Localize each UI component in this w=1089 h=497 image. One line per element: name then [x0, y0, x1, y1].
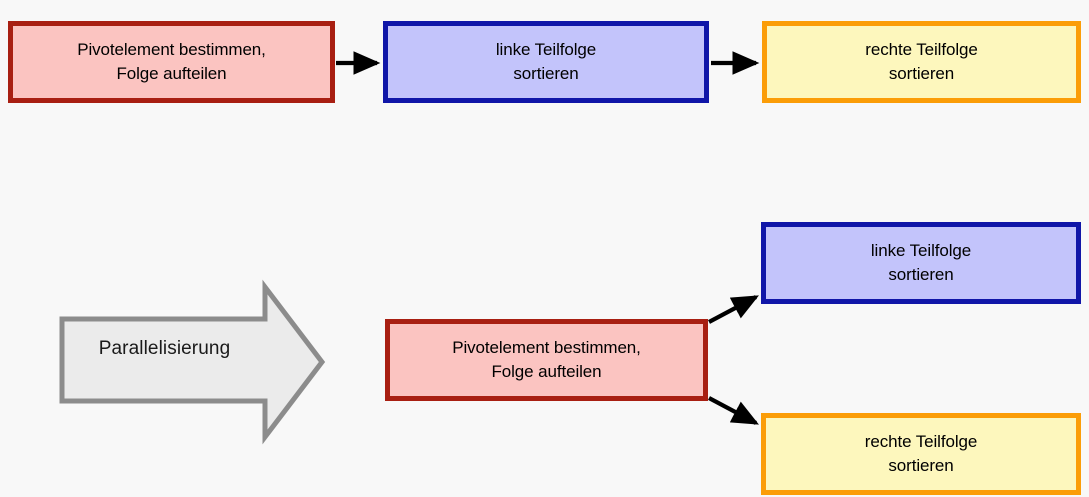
- node-parallel-right-subsequence[interactable]: rechte Teilfolge sortieren: [761, 413, 1081, 495]
- parallelisierung-label: Parallelisierung: [98, 338, 231, 359]
- node-sequential-left-subsequence[interactable]: linke Teilfolge sortieren: [383, 21, 709, 103]
- node-parallel-left-subsequence[interactable]: linke Teilfolge sortieren: [761, 222, 1081, 304]
- node-label-line2: sortieren: [888, 64, 955, 83]
- node-label-line2: sortieren: [888, 456, 954, 475]
- node-label-line1: Pivotelement bestimmen,: [452, 337, 641, 357]
- node-label-line1: rechte Teilfolge: [865, 39, 978, 59]
- node-parallel-pivot[interactable]: Pivotelement bestimmen, Folge aufteilen: [385, 319, 708, 401]
- node-sequential-pivot[interactable]: Pivotelement bestimmen, Folge aufteilen: [8, 21, 335, 103]
- connector-par-pivot-to-left[interactable]: [708, 295, 759, 324]
- node-sequential-right-subsequence[interactable]: rechte Teilfolge sortieren: [762, 21, 1081, 103]
- node-label-line1: linke Teilfolge: [495, 39, 597, 59]
- parallelisierung-block-arrow[interactable]: [59, 279, 326, 445]
- connector-par-pivot-to-right[interactable]: [708, 396, 759, 425]
- node-label-line2: sortieren: [513, 64, 579, 83]
- node-label-line1: Pivotelement bestimmen,: [77, 39, 266, 59]
- node-label-line1: rechte Teilfolge: [864, 431, 978, 451]
- node-label-line1: linke Teilfolge: [870, 240, 972, 260]
- node-label-line2: sortieren: [888, 265, 954, 284]
- node-label-line2: Folge aufteilen: [491, 362, 602, 381]
- node-label-line2: Folge aufteilen: [116, 64, 227, 83]
